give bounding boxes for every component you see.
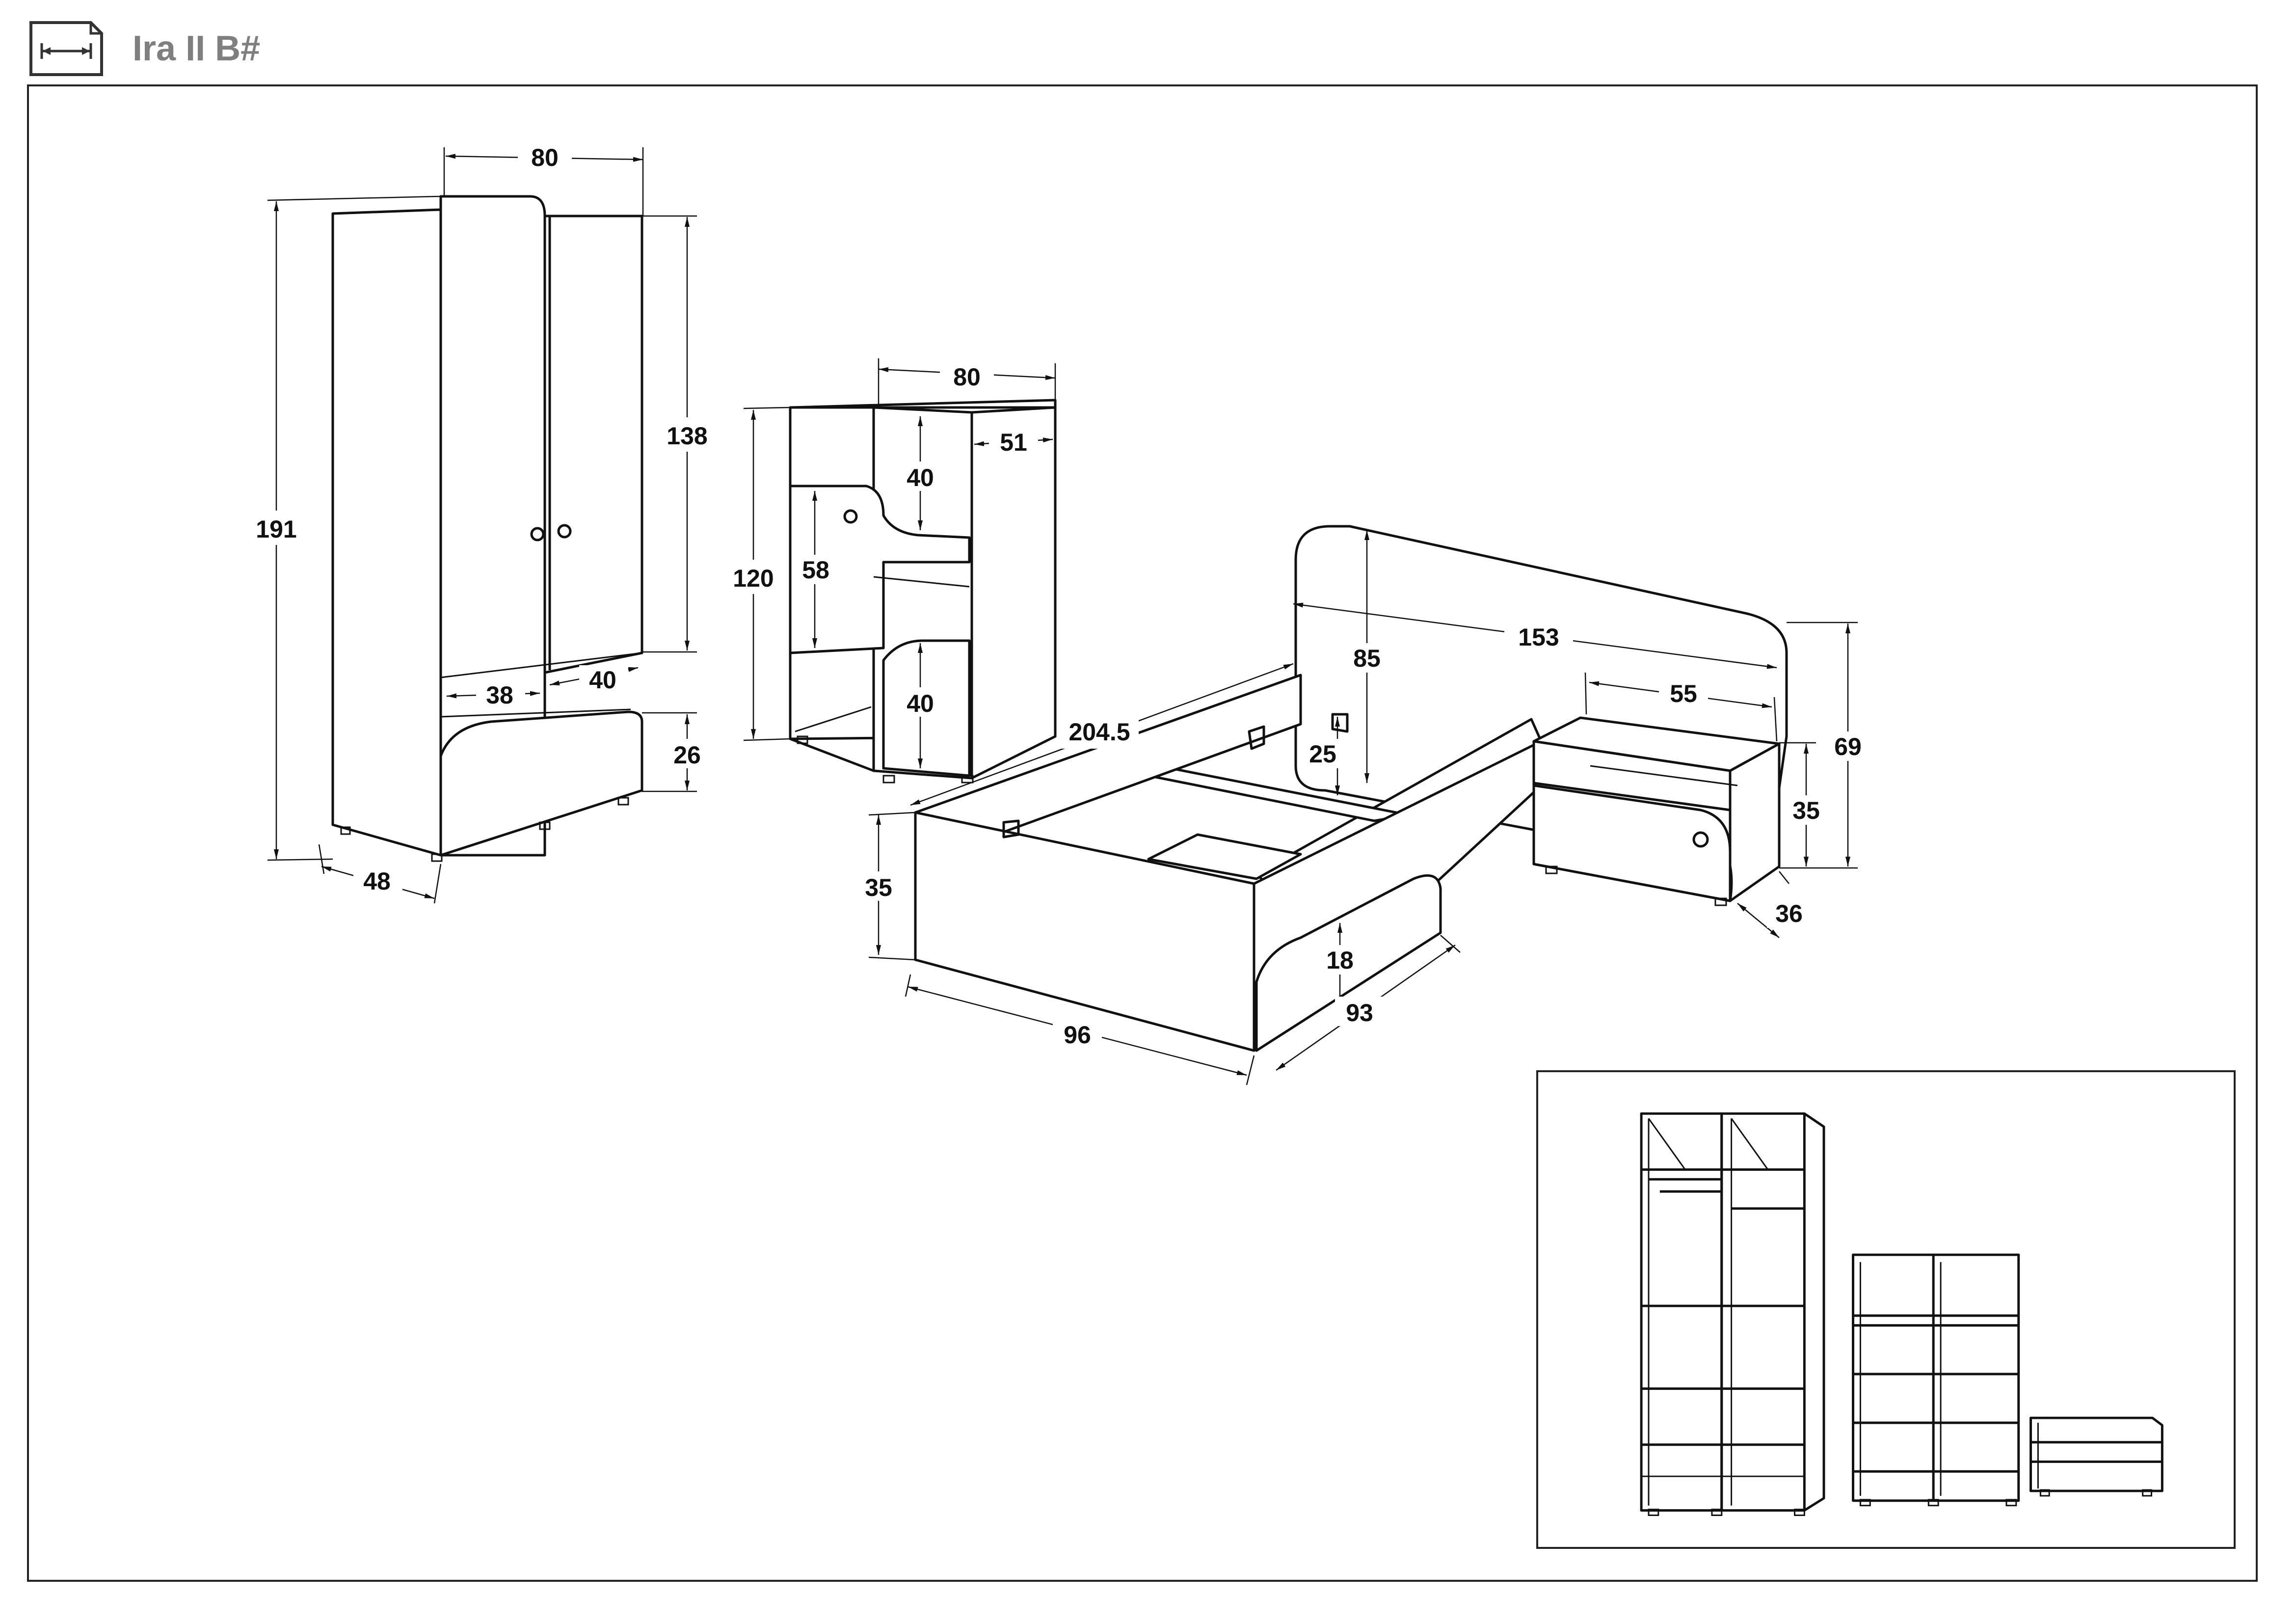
nightstand-height: 35 xyxy=(1792,797,1820,824)
bed-headboard-height: 85 xyxy=(1353,645,1381,672)
cabinet-dimensions: 80 120 51 40 58 40 xyxy=(726,358,1056,768)
bed-bracket-height: 25 xyxy=(1309,740,1336,768)
cabinet xyxy=(789,399,1057,784)
nightstand xyxy=(1532,716,1781,906)
bed-headboard-width: 153 xyxy=(1518,623,1559,651)
interior-view-drawing xyxy=(1640,1112,2163,1516)
wardrobe-width: 80 xyxy=(531,144,559,171)
bed-length: 204.5 xyxy=(1068,718,1130,746)
interior-view-inset xyxy=(1536,1070,2236,1549)
cabinet-depth: 51 xyxy=(1000,429,1027,456)
bed-frame-height: 35 xyxy=(865,874,892,901)
cabinet-height: 120 xyxy=(733,565,774,592)
wardrobe xyxy=(331,195,643,862)
cabinet-upper-opening: 40 xyxy=(907,464,934,491)
cabinet-door-height: 58 xyxy=(802,556,829,584)
nightstand-dimensions: 55 69 35 36 xyxy=(1584,622,1871,938)
bed-drawer-height: 18 xyxy=(1326,947,1354,974)
drawing-frame xyxy=(27,84,2258,1582)
wardrobe-dimensions: 80 191 138 48 38 40 26 xyxy=(248,141,717,904)
wardrobe-inner-right: 40 xyxy=(589,666,616,694)
inset-bookcase-interior xyxy=(1852,1253,2020,1507)
page-title: Ira II B# xyxy=(133,29,261,68)
wardrobe-inner-left: 38 xyxy=(486,681,513,709)
inset-nightstand-interior xyxy=(2029,1416,2163,1497)
bed-dimensions: 204.5 153 85 25 35 18 96 93 xyxy=(856,530,1777,1085)
cabinet-width: 80 xyxy=(953,363,981,391)
dimensions-icon xyxy=(29,21,103,76)
nightstand-total-height: 69 xyxy=(1834,733,1862,760)
nightstand-depth: 36 xyxy=(1775,900,1803,927)
bed-drawer-length: 93 xyxy=(1346,999,1373,1027)
inset-wardrobe-interior xyxy=(1640,1112,1825,1516)
bed-front-width: 96 xyxy=(1064,1021,1091,1049)
wardrobe-drawer-height: 26 xyxy=(673,741,701,769)
cabinet-lower-opening: 40 xyxy=(907,690,934,717)
wardrobe-height: 191 xyxy=(256,515,296,543)
wardrobe-door-height: 138 xyxy=(667,422,707,450)
nightstand-width: 55 xyxy=(1670,680,1697,707)
wardrobe-depth: 48 xyxy=(363,867,391,895)
